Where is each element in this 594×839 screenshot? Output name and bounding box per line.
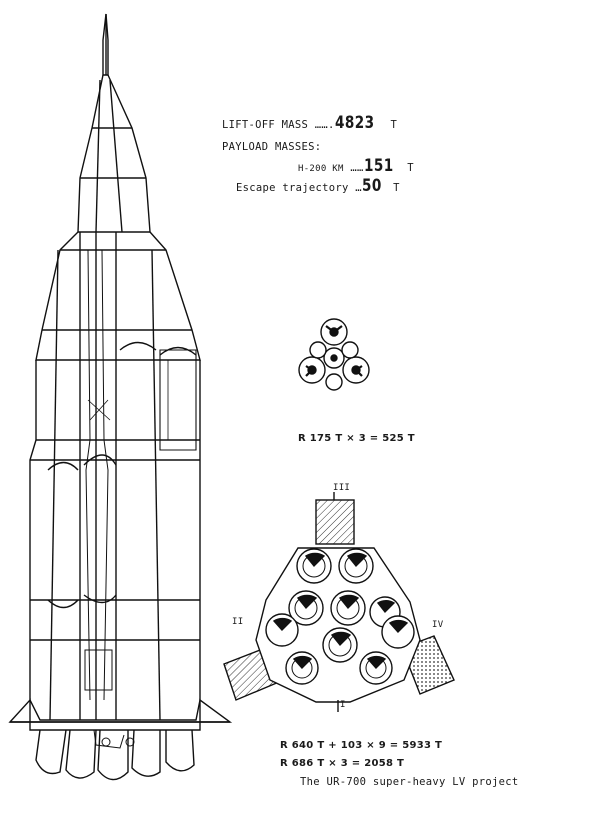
lower-stage-formula-1: R 640 T + 103 × 9 = 5933 T <box>280 740 443 751</box>
label-stage-I: I <box>340 700 346 710</box>
orbit-payload-value: 151 <box>363 156 394 176</box>
leader-dots: …… <box>350 162 364 174</box>
label-stage-II: II <box>232 617 244 627</box>
lower-stage-plan-view <box>223 492 455 712</box>
label-stage-IV: IV <box>432 620 444 630</box>
liftoff-mass-line: LIFT-OFF MASS …….4823 T <box>222 113 397 133</box>
payload-masses-heading: PAYLOAD MASSES: <box>222 141 322 153</box>
orbit-payload-line: H-200 KM ……151 T <box>298 156 414 176</box>
escape-payload-line: Escape trajectory …50 T <box>236 176 400 196</box>
figure-caption: The UR-700 super-heavy LV project <box>300 776 519 788</box>
upper-stage-plan-view <box>298 318 370 391</box>
orbit-payload-unit: T <box>407 162 414 174</box>
orbit-label: H-200 KM <box>298 164 344 174</box>
label-stage-III: III <box>333 483 351 493</box>
leader-dots: ……. <box>314 119 335 131</box>
escape-payload-value: 50 <box>361 176 382 196</box>
lower-stage-formula-2: R 686 T × 3 = 2058 T <box>280 758 405 769</box>
liftoff-mass-label: LIFT-OFF MASS <box>222 119 309 131</box>
escape-label: Escape trajectory <box>236 182 349 194</box>
leader-dots: … <box>355 182 362 194</box>
liftoff-mass-value: 4823 <box>334 113 375 133</box>
upper-stage-formula: R 175 T × 3 = 525 T <box>298 433 415 444</box>
escape-payload-unit: T <box>393 182 400 194</box>
liftoff-mass-unit: T <box>390 119 398 131</box>
